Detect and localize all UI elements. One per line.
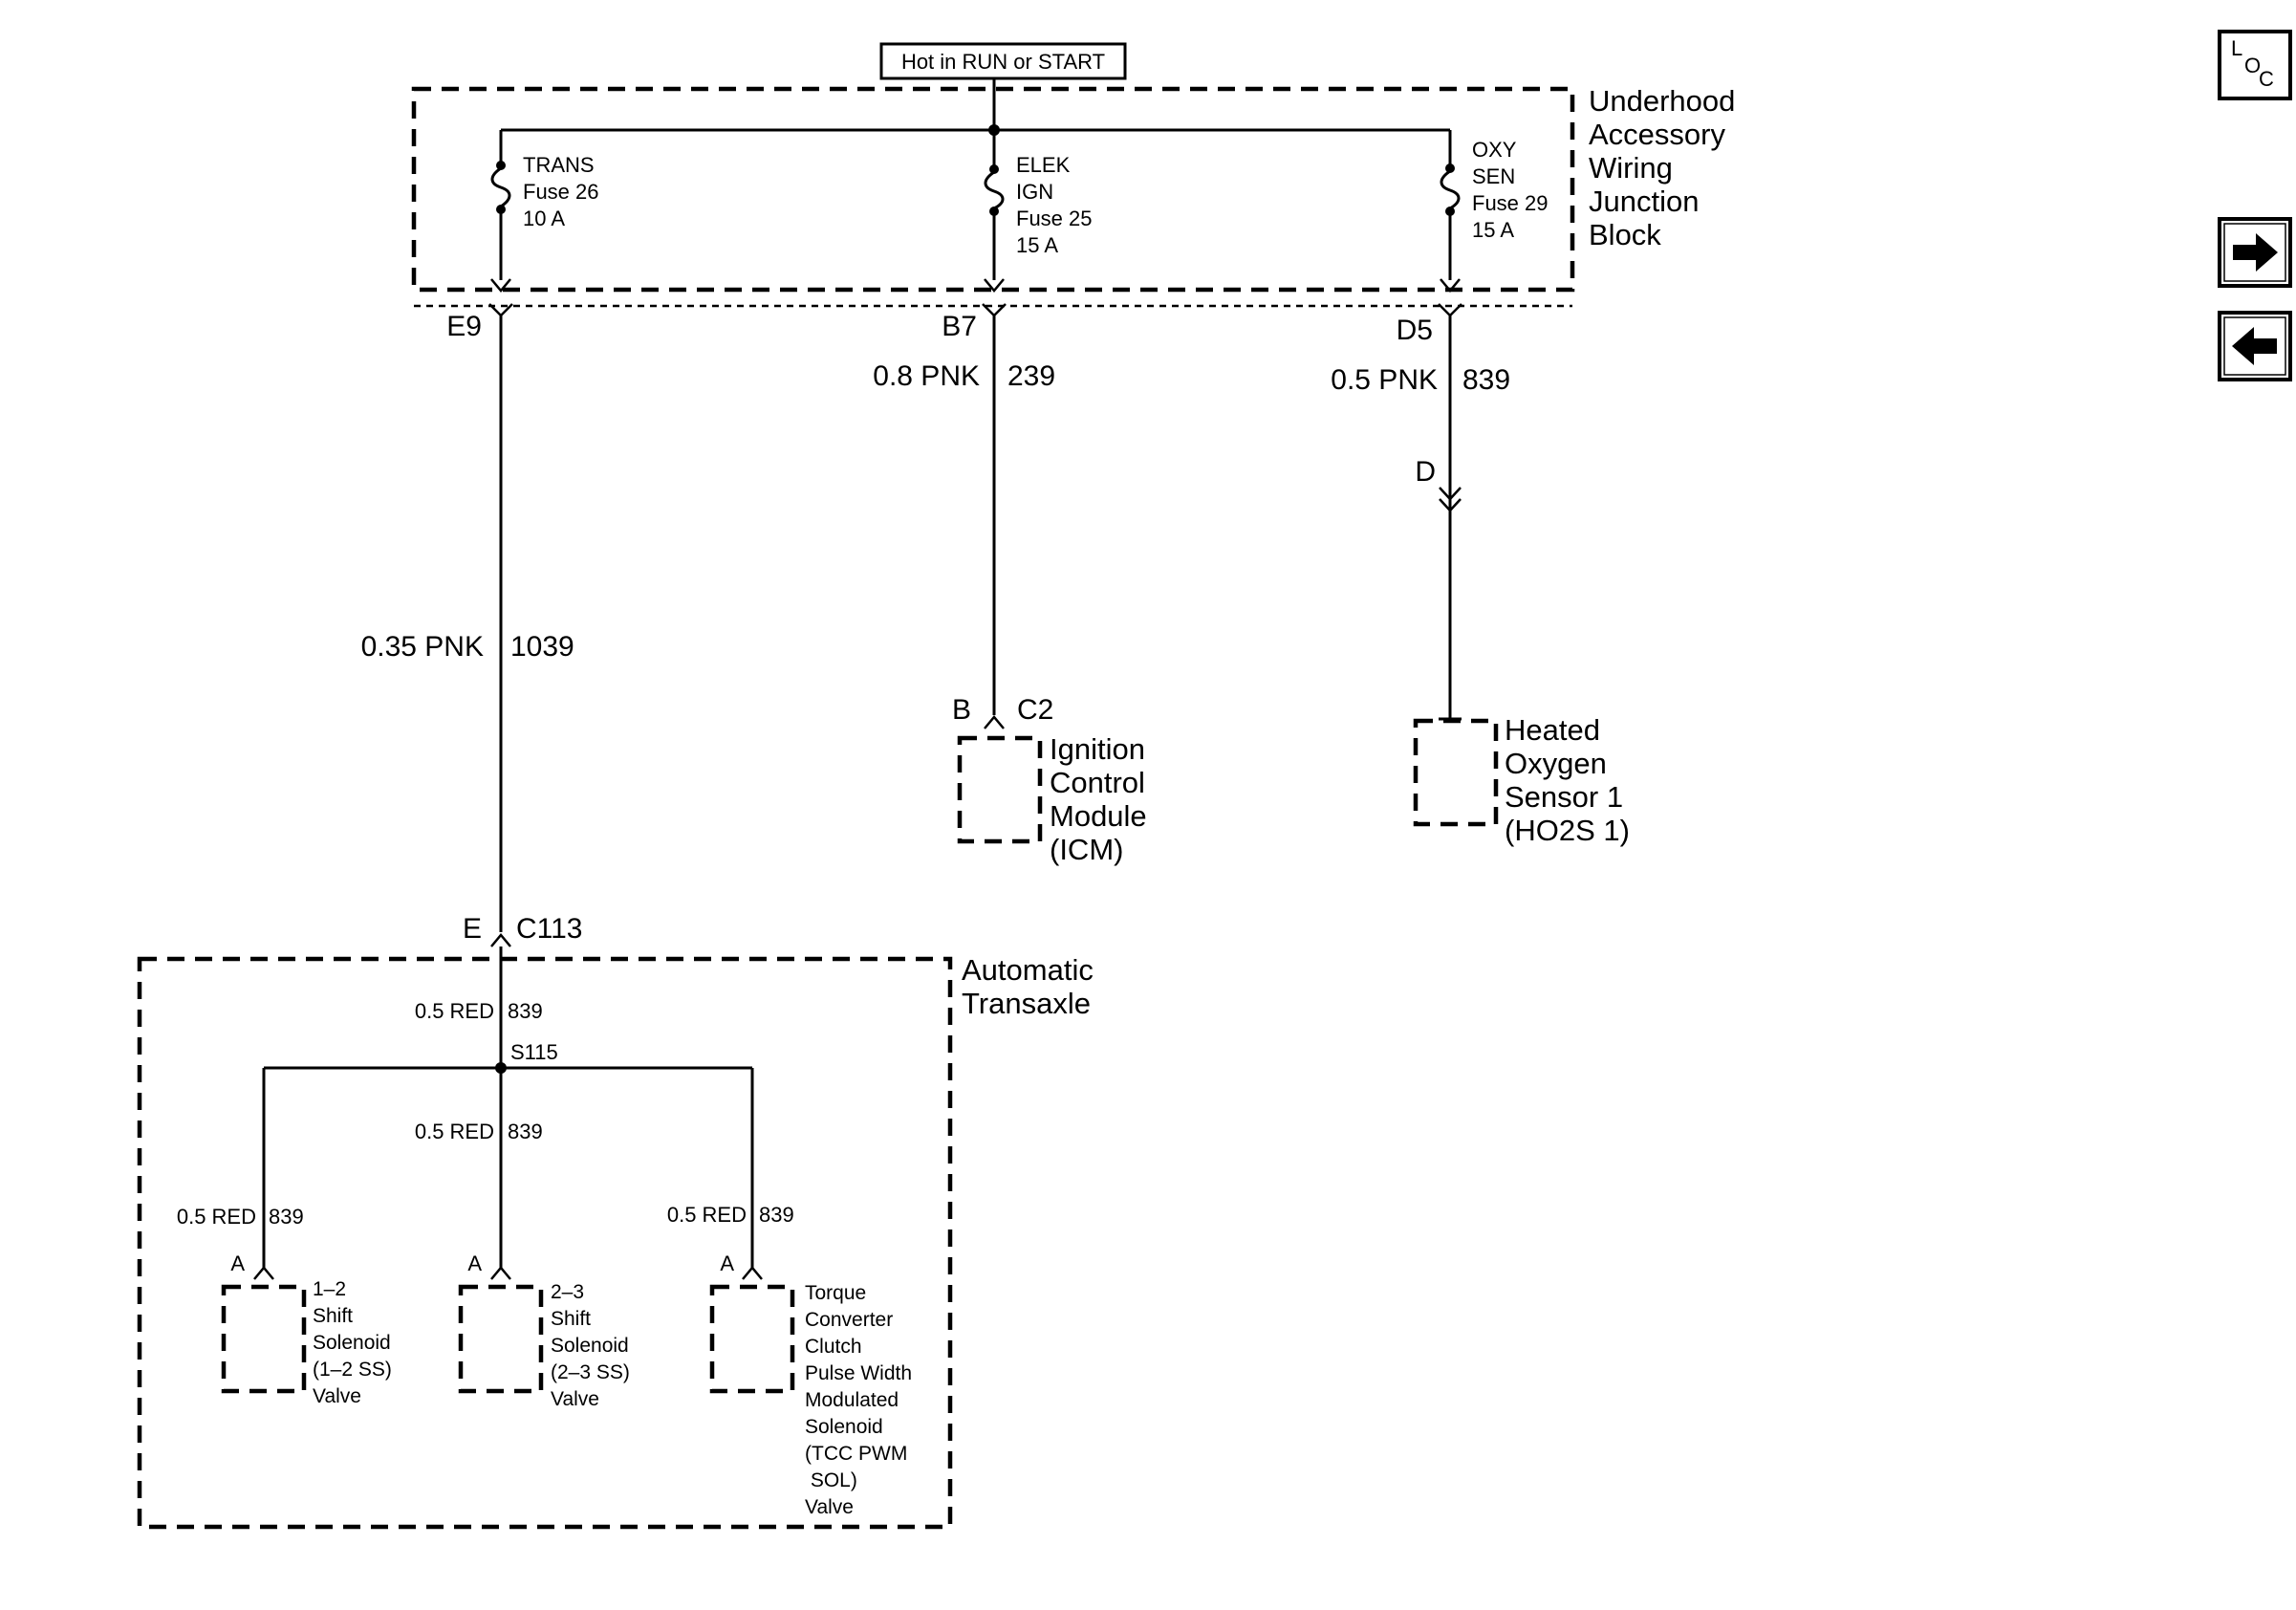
- oxy-inline-connector-label: D: [1415, 456, 1436, 488]
- icm-label: Control: [1050, 766, 1145, 799]
- junction-block-outline: [411, 86, 1575, 293]
- solenoid-label: Valve: [805, 1496, 854, 1518]
- power-source-label: Hot in RUN or START: [879, 42, 1127, 80]
- transaxle-outline: [137, 956, 953, 1530]
- fuse-oxy-label: SEN: [1472, 164, 1515, 188]
- solenoid-label: Valve: [313, 1385, 361, 1407]
- terminal-e9-label: E9: [446, 311, 482, 342]
- fuse-elek-ign: ELEK IGN Fuse 25 15 A: [984, 130, 1093, 293]
- fuse-elek-label: Fuse 25: [1016, 207, 1093, 230]
- solenoid-label: Torque: [805, 1282, 866, 1304]
- solenoid-pin-label: A: [230, 1251, 245, 1275]
- solenoid-pin-label: A: [720, 1251, 734, 1275]
- icm-label: (ICM): [1050, 833, 1123, 866]
- icm-label: Module: [1050, 799, 1147, 833]
- junction-block-label-line: Wiring: [1589, 151, 1673, 185]
- icm-component: B C2 Ignition Control Module (ICM): [952, 694, 1147, 866]
- solenoid-label: (TCC PWM: [805, 1443, 907, 1465]
- solenoid-wire-size-color: 0.5 RED: [177, 1205, 256, 1229]
- solenoid-label: Solenoid: [313, 1332, 391, 1354]
- junction-block-label-line: Accessory: [1589, 118, 1725, 151]
- terminal-d5-label: D5: [1397, 315, 1433, 346]
- location-button[interactable]: L O C: [2218, 30, 2292, 100]
- solenoid-1-2: 0.5 RED 839 A 1–2 Shift Solenoid (1–2 SS…: [177, 1205, 392, 1407]
- solenoid-label: Shift: [313, 1305, 353, 1327]
- icm-pin-label: B: [952, 694, 971, 726]
- arrow-right-icon: [2233, 233, 2278, 272]
- icm-connector-label: C2: [1017, 694, 1053, 726]
- solenoid-label: Solenoid: [805, 1416, 883, 1438]
- ho2s-label: Oxygen: [1505, 747, 1607, 780]
- ho2s-label: (HO2S 1): [1505, 814, 1630, 847]
- solenoid-tcc-pwm: 0.5 RED 839 A Torque Converter Clutch Pu…: [667, 1203, 912, 1518]
- ho2s-label: Heated: [1505, 713, 1600, 747]
- arrow-left-icon: [2232, 327, 2277, 365]
- solenoid-label: (2–3 SS): [551, 1361, 630, 1383]
- splice-label: S115: [510, 1040, 558, 1064]
- wire-trans-size-color: 0.35 PNK: [361, 631, 484, 663]
- solenoid-label: Clutch: [805, 1336, 862, 1358]
- loc-l-glyph: L: [2231, 36, 2242, 60]
- fuse-oxy-label: 15 A: [1472, 218, 1514, 242]
- center-wire-size-color: 0.5 RED: [415, 1120, 494, 1143]
- solenoid-wire-size-color: 0.5 RED: [667, 1203, 747, 1227]
- fuse-trans-label: TRANS: [523, 153, 595, 177]
- solenoid-label: (1–2 SS): [313, 1359, 392, 1381]
- fuse-oxy-label: OXY: [1472, 138, 1517, 162]
- fuse-elek-label: IGN: [1016, 180, 1053, 204]
- fuse-trans: TRANS Fuse 26 10 A: [490, 130, 599, 293]
- loc-c-glyph: C: [2259, 67, 2274, 91]
- transaxle-label: Automatic: [962, 953, 1094, 987]
- transaxle-connector: E C113: [463, 913, 583, 947]
- ho2s-component: Heated Oxygen Sensor 1 (HO2S 1): [1413, 713, 1630, 847]
- transaxle-label: Transaxle: [962, 987, 1091, 1020]
- junction-block-label-line: Block: [1589, 218, 1661, 251]
- feed-wire-size-color: 0.5 RED: [415, 999, 494, 1023]
- solenoid-label: Modulated: [805, 1389, 899, 1411]
- junction-block-label-line: Junction: [1589, 185, 1699, 218]
- solenoid-label: Pulse Width: [805, 1362, 912, 1384]
- fuse-trans-label: Fuse 26: [523, 180, 599, 204]
- wire-trans-number: 1039: [510, 631, 574, 663]
- fuse-elek-label: 15 A: [1016, 233, 1058, 257]
- wire-elek-size-color: 0.8 PNK: [873, 360, 980, 392]
- wire-oxy-size-color: 0.5 PNK: [1331, 364, 1438, 396]
- terminal-b7-label: B7: [942, 311, 977, 342]
- transaxle-connector-label: C113: [516, 913, 583, 945]
- solenoid-label: Valve: [551, 1388, 599, 1410]
- icm-label: Ignition: [1050, 732, 1145, 766]
- wire-elek-number: 239: [1007, 360, 1055, 392]
- solenoid-label: Shift: [551, 1308, 591, 1330]
- solenoid-label: 2–3: [551, 1281, 584, 1303]
- transaxle-pin-label: E: [463, 913, 482, 945]
- solenoid-pin-label: A: [467, 1251, 482, 1275]
- junction-block-label-line: Underhood: [1589, 84, 1735, 118]
- solenoid-label: SOL): [805, 1469, 857, 1491]
- loc-o-glyph: O: [2244, 54, 2261, 77]
- fuse-trans-label: 10 A: [523, 207, 565, 230]
- fuse-oxy-sen: OXY SEN Fuse 29 15 A: [1440, 130, 1549, 293]
- wire-oxy-number: 839: [1462, 364, 1510, 396]
- solenoid-wire-number: 839: [759, 1203, 794, 1227]
- oxy-inline-connector: D: [1415, 456, 1462, 512]
- back-button[interactable]: [2218, 311, 2292, 381]
- fuse-elek-label: ELEK: [1016, 153, 1071, 177]
- solenoid-label: Solenoid: [551, 1335, 629, 1357]
- ho2s-label: Sensor 1: [1505, 780, 1623, 814]
- feed-wire-number: 839: [508, 999, 543, 1023]
- forward-button[interactable]: [2218, 217, 2292, 288]
- power-source-text: Hot in RUN or START: [901, 50, 1105, 74]
- solenoid-2-3: A 2–3 Shift Solenoid (2–3 SS) Valve: [458, 1251, 630, 1410]
- fuse-oxy-label: Fuse 29: [1472, 191, 1549, 215]
- solenoid-wire-number: 839: [269, 1205, 304, 1229]
- junction-block-label: Underhood Accessory Wiring Junction Bloc…: [1589, 84, 1735, 251]
- center-wire-number: 839: [508, 1120, 543, 1143]
- solenoid-label: 1–2: [313, 1278, 346, 1300]
- solenoid-label: Converter: [805, 1309, 893, 1331]
